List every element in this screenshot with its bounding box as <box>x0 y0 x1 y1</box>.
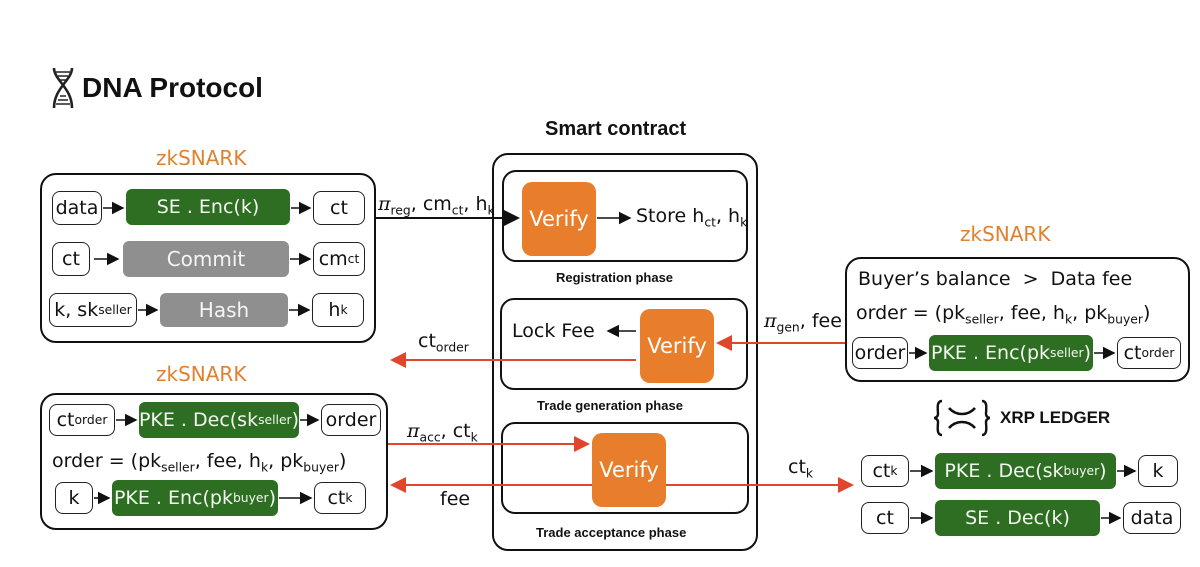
order-equation-seller: order = (pkseller, fee, hk, pkbuyer) <box>52 450 347 475</box>
xrp-ledger-icon <box>933 399 991 437</box>
lock-fee-action: Lock Fee <box>512 320 595 342</box>
logo: DNA Protocol <box>50 66 263 110</box>
flow-label-acceptance: πacc, ctk <box>407 420 478 445</box>
output-ct: ct <box>313 191 365 225</box>
verify-generation: Verify <box>640 309 714 383</box>
op-hash: Hash <box>160 293 288 327</box>
smart-contract-title: Smart contract <box>545 118 687 140</box>
op-commit: Commit <box>123 241 289 277</box>
op-se-enc: SE . Enc(k) <box>126 189 290 225</box>
output-order: order <box>321 404 381 436</box>
dna-icon <box>52 67 74 109</box>
trade-generation-phase-label: Trade generation phase <box>537 398 683 413</box>
verify-registration: Verify <box>522 182 596 256</box>
zksnark-heading-generate: zkSNARK <box>960 222 1051 246</box>
flow-label-registration: πreg, cmct, hk <box>378 193 495 218</box>
trade-acceptance-phase-label: Trade acceptance phase <box>536 525 687 540</box>
input-ct: ct <box>52 242 90 276</box>
registration-phase-box <box>502 170 748 262</box>
registration-phase-label: Registration phase <box>556 270 674 285</box>
flow-label-fee: fee <box>440 488 471 510</box>
seller-register-panel <box>40 173 376 343</box>
flow-label-ct-order: ctorder <box>418 330 469 355</box>
smart-contract-panel <box>492 153 758 551</box>
xrp-ledger-brand: XRP LEDGER <box>932 398 1110 438</box>
order-equation-buyer: order = (pkseller, fee, hk, pkbuyer) <box>856 302 1151 327</box>
zksnark-heading-register: zkSNARK <box>156 146 247 170</box>
output-data: data <box>1123 502 1181 534</box>
input-order: order <box>852 337 908 369</box>
flow-label-ct-k: ctk <box>788 456 814 481</box>
output-k-buyer: k <box>1138 455 1178 487</box>
buyer-generate-panel <box>845 257 1190 382</box>
seller-accept-panel <box>40 393 388 530</box>
balance-condition: Buyer’s balance > Data fee <box>858 268 1133 290</box>
flow-label-generation: πgen, fee <box>764 310 842 335</box>
input-ct-buyer: ct <box>861 502 909 534</box>
input-data: data <box>52 191 102 225</box>
input-k: k <box>55 482 93 514</box>
zksnark-heading-accept: zkSNARK <box>156 362 247 386</box>
op-se-dec: SE . Dec(k) <box>935 500 1100 536</box>
trade-acceptance-phase-box <box>501 422 749 514</box>
verify-acceptance: Verify <box>592 433 666 507</box>
xrp-ledger-label: XRP LEDGER <box>1000 408 1111 427</box>
store-action: Store hct, hk <box>636 205 748 230</box>
logo-title: DNA Protocol <box>82 72 263 103</box>
